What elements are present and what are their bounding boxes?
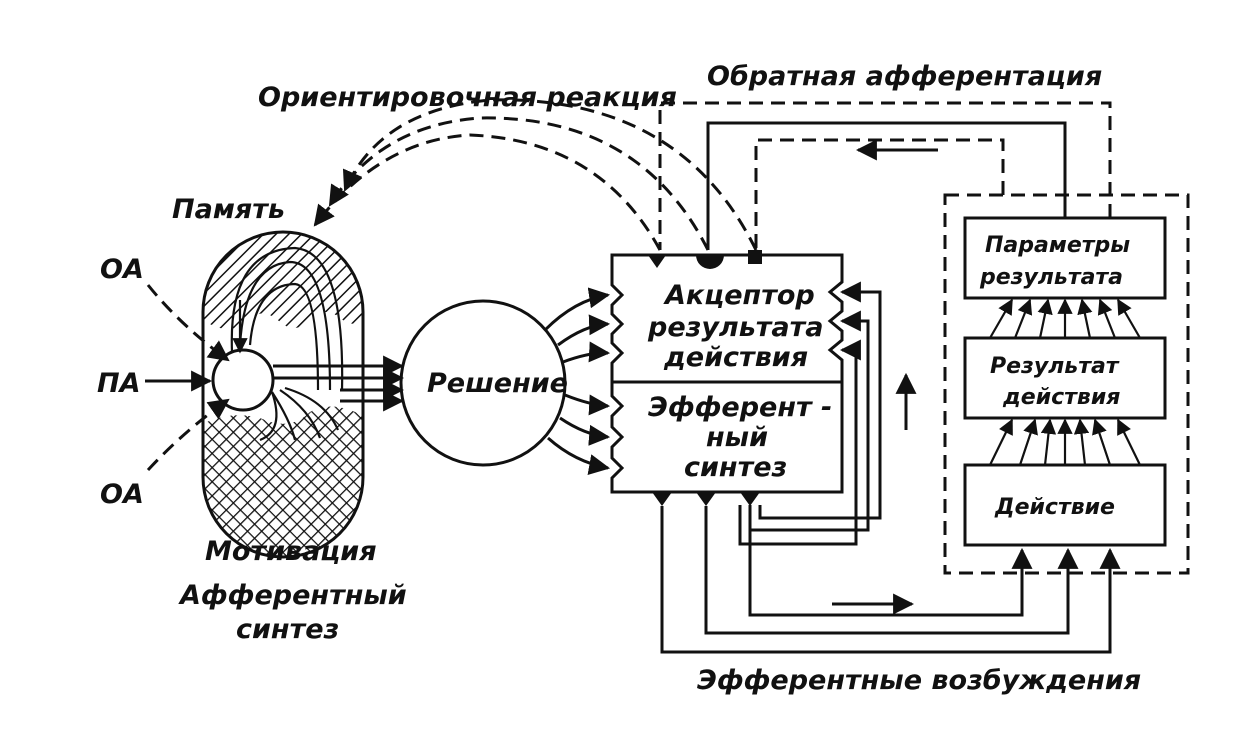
orientation-reaction-curves [313,98,758,251]
feedback-solid [706,121,1067,250]
oa-bottom-arrow [146,398,230,472]
decision-to-acceptor-arrows [543,287,611,475]
synthesis-to-decision-arrows [273,355,405,412]
memory-region [203,232,363,329]
memory-label: Память [172,194,285,225]
oa-bottom-label: ОА [100,479,144,510]
receptor-square [748,250,762,264]
oa-top-arrow [146,284,230,362]
efferent-synthesis-label-3: синтез [684,452,787,483]
acceptor-block [610,250,844,506]
pa-label: ПА [97,368,141,399]
acceptor-label-3: действия [663,342,808,373]
efferent-synthesis-label-2: ный [706,422,768,453]
action-result-label-2: действия [1002,385,1120,410]
motivation-region [203,406,363,557]
action-result-label-1: Результат [990,354,1120,379]
feedback-dashed-inner [754,138,1005,250]
decision-circle [399,299,567,467]
feedback-afferentation-label: Обратная афферентация [707,61,1102,92]
action-label: Действие [994,495,1115,520]
afferent-synthesis-capsule [201,230,365,559]
acceptor-label-1: Акцептор [663,280,815,311]
feedback-loops [658,101,1112,250]
feedback-dashed-outer [658,101,1112,250]
acceptor-label-2: результата [647,312,824,343]
receptor-semicircle [696,255,724,269]
decision-label: Решение [427,368,568,399]
result-params-label-1: Параметры [985,233,1130,258]
receptor-triangle [648,255,666,268]
efferent-excitations-lines [660,506,1121,654]
efferent-synthesis-label-1: Эфферент - [648,392,832,423]
oa-top-label: ОА [100,254,144,285]
motivation-label: Мотивация [205,536,377,567]
afferent-synthesis-label-2: синтез [236,614,339,645]
efferent-excitations-label: Эфферентные возбуждения [697,665,1141,696]
pa-input-circle [211,348,275,412]
inputs [145,284,230,472]
result-arrows [989,298,1141,466]
result-params-label-2: результата [979,265,1123,290]
afferent-synthesis-label-1: Афферентный [178,580,407,611]
orientation-reaction-label: Ориентировочная реакция [258,82,677,113]
afferent-synthesis-block [201,230,365,559]
